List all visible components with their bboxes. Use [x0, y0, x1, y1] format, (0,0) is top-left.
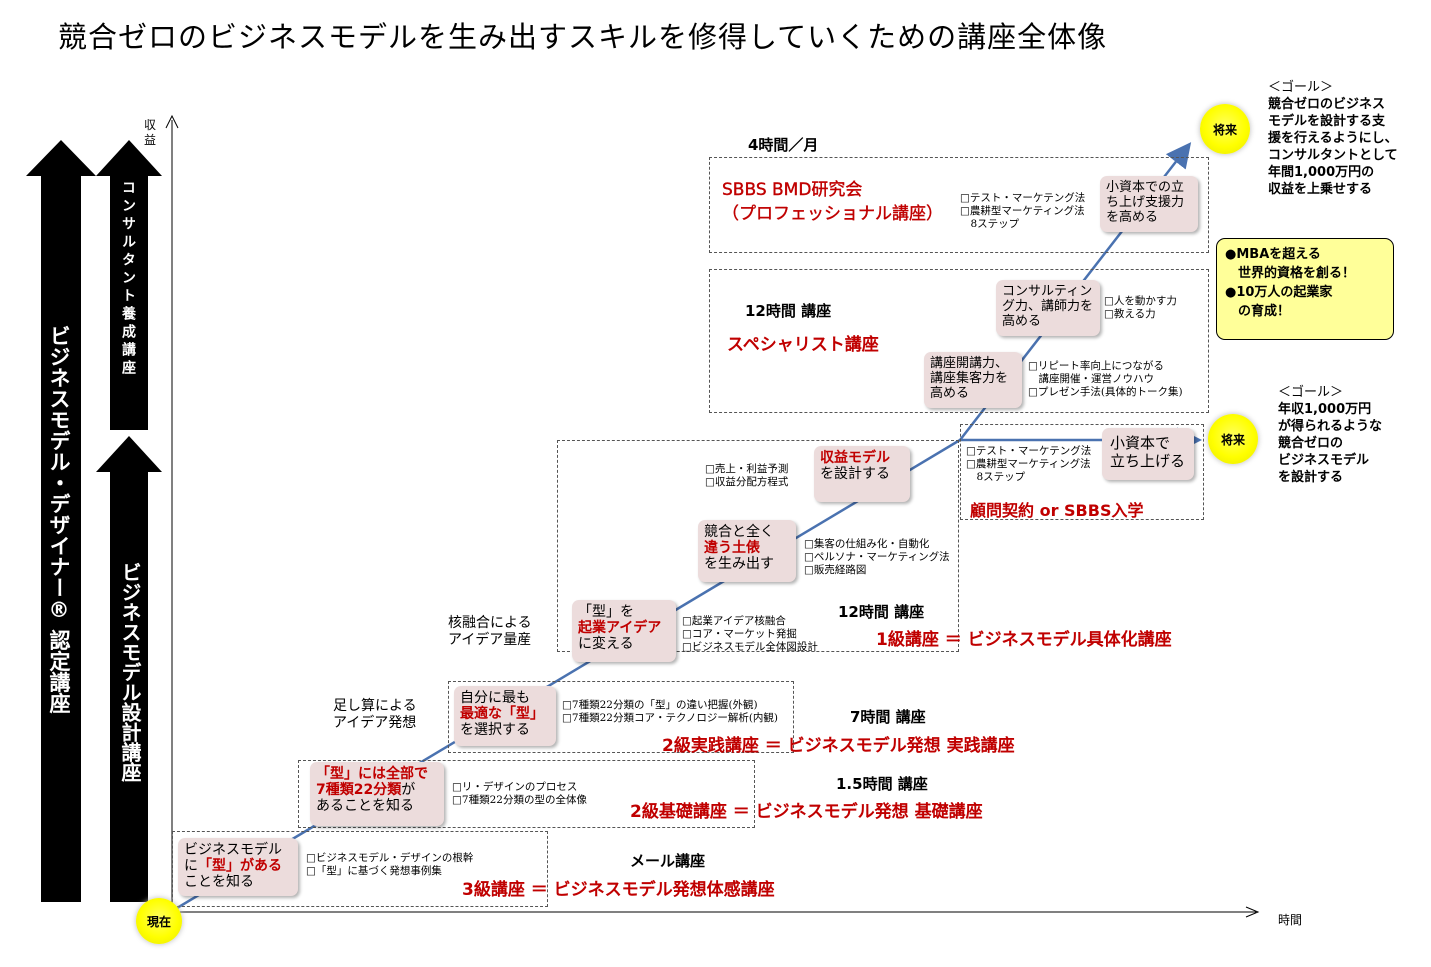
specialist-box: [709, 269, 1209, 413]
y-axis-label: 収益: [144, 118, 157, 147]
step-different-ground: 競合と全く 違う土俵 を生み出す: [698, 520, 796, 582]
label-fusion-ideas: 核融合による アイデア量産: [448, 615, 532, 648]
level1-checklist-c: □売上・利益予測 □収益分配方程式: [705, 463, 788, 489]
level2-practice-duration: 7時間 講座: [850, 708, 926, 726]
research-name: SBBS BMD研究会 （プロフェッショナル講座）: [722, 180, 943, 224]
lower-arrow-text: ビジネスモデル設計講座: [118, 562, 142, 782]
check-item: □「型」に基づく発想事例集: [306, 865, 442, 877]
outer-arrow-text: ビジネスモデル・デザイナー® 認定講座: [47, 325, 71, 714]
research-duration: 4時間／月: [748, 136, 819, 154]
check-item: □ペルソナ・マーケティング法: [804, 551, 950, 563]
check-item: □テスト・マーケテング法: [960, 192, 1086, 204]
level2-basic-name: 2級基礎講座 ＝ ビジネスモデル発想 基礎講座: [630, 802, 983, 822]
step-business-idea: 「型」を 起業アイデア に変える: [572, 600, 676, 662]
step-revenue-model: 収益モデル を設計する: [814, 446, 910, 502]
level1-box: [557, 440, 959, 652]
check-item: □販売経路図: [804, 564, 867, 576]
check-item: □人を動かす力: [1104, 295, 1177, 307]
specialist-checklist-a: □リピート率向上につながる 講座開催・運営ノウハウ □プレゼン手法(具体的トーク…: [1028, 360, 1183, 399]
advisory-box: [960, 424, 1204, 520]
vision-line: ●10万人の起業家: [1225, 285, 1333, 300]
level2-basic-duration: 1.5時間 講座: [836, 775, 928, 793]
vision-line: の育成！: [1225, 304, 1291, 319]
level3-box: [172, 831, 548, 907]
outer-arrow-shape: [26, 140, 96, 902]
level3-duration: メール講座: [630, 852, 706, 870]
check-item: □7種類22分類コア・テクノロジー解析(内観): [562, 712, 779, 724]
level1-checklist-b: □集客の仕組み化・自動化 □ペルソナ・マーケティング法 □販売経路図: [804, 538, 950, 577]
check-item: □教える力: [1104, 308, 1156, 320]
label-addition-ideas: 足し算による アイデア発想: [333, 698, 417, 731]
advisory-checklist: □テスト・マーケテング法 □農耕型マーケティング法 8ステップ: [966, 445, 1091, 484]
goal-top: ＜ゴール＞ 競合ゼロのビジネス モデルを設計する支 援を行えるようにし、 コンサ…: [1268, 79, 1398, 198]
x-axis-arrowhead: [1245, 906, 1260, 918]
goal-middle: ＜ゴール＞ 年収1,000万円 が得られるような 競合ゼロの ビジネスモデル を…: [1278, 384, 1382, 486]
check-item: 8ステップ: [966, 471, 1026, 483]
level1-checklist-a: □起業アイデア核融合 □コア・マーケット発掘 □ビジネスモデル全体図設計: [682, 615, 818, 654]
check-item: □リ・デザインのプロセス: [452, 781, 578, 793]
check-item: □テスト・マーケテング法: [966, 445, 1092, 457]
vision-box: ●MBAを超える 世界的資格を創る！ ●10万人の起業家 の育成！: [1216, 238, 1394, 340]
check-item: □ビジネスモデル全体図設計: [682, 641, 818, 653]
check-item: □7種類22分類の型の全体像: [452, 794, 587, 806]
future-marker-middle: 将来: [1208, 414, 1258, 464]
level3-checklist: □ビジネスモデル・デザインの根幹 □「型」に基づく発想事例集: [306, 852, 473, 878]
research-checklist: □テスト・マーケテング法 □農耕型マーケティング法 8ステップ: [960, 192, 1085, 231]
level2-basic-box: [298, 760, 755, 828]
goal-middle-head: ＜ゴール＞: [1278, 385, 1344, 400]
level2-practice-checklist: □7種類22分類の「型」の違い把握(外観) □7種類22分類コア・テクノロジー解…: [562, 699, 778, 725]
vision-line: 世界的資格を創る！: [1225, 266, 1356, 281]
check-item: □7種類22分類の「型」の違い把握(外観): [562, 699, 758, 711]
x-axis-label: 時間: [1278, 913, 1303, 927]
step-seminar-ability: 講座開講力、 講座集客力を 高める: [924, 352, 1022, 408]
check-item: □プレゼン手法(具体的トーク集): [1028, 386, 1183, 398]
check-item: □ビジネスモデル・デザインの根幹: [306, 852, 474, 864]
research-box: [709, 157, 1209, 253]
specialist-checklist-b: □人を動かす力 □教える力: [1104, 295, 1177, 321]
start-marker: 現在: [136, 898, 182, 944]
upper-arrow-shape: [96, 140, 162, 430]
check-item: □収益分配方程式: [705, 476, 789, 488]
check-item: □売上・利益予測: [705, 463, 789, 475]
lower-arrow-shape: [96, 436, 162, 902]
check-item: 講座開催・運営ノウハウ: [1028, 373, 1154, 385]
step-seven-types: 「型」には全部で 7種類22分類が あることを知る: [310, 762, 444, 826]
step-consulting-ability: コンサルティン グ力、講師力を 高める: [996, 280, 1100, 336]
check-item: 8ステップ: [960, 218, 1020, 230]
check-item: □集客の仕組み化・自動化: [804, 538, 930, 550]
step-know-types: ビジネスモデル に「型」がある ことを知る: [178, 838, 298, 896]
step-launch-small: 小資本で 立ち上げる: [1102, 428, 1194, 480]
check-item: □農耕型マーケティング法: [960, 205, 1085, 217]
step-launch-support: 小資本での立 ち上げ支援力 を高める: [1100, 176, 1198, 232]
advisory-name: 顧問契約 or SBBS入学: [970, 501, 1144, 520]
level3-name: 3級講座 ＝ ビジネスモデル発想体感講座: [462, 880, 775, 900]
level2-basic-checklist: □リ・デザインのプロセス □7種類22分類の型の全体像: [452, 781, 587, 807]
level2-practice-box: [448, 681, 794, 753]
page-title: 競合ゼロのビジネスモデルを生み出すスキルを修得していくための講座全体像: [58, 20, 1108, 54]
y-axis-arrowhead: [165, 114, 179, 129]
check-item: □農耕型マーケティング法: [966, 458, 1091, 470]
step-best-type: 自分に最も 最適な「型」 を選択する: [454, 686, 556, 746]
specialist-name: スペシャリスト講座: [727, 335, 879, 355]
upper-arrow-text: コンサルタント養成講座: [120, 180, 136, 378]
vision-line: ●MBAを超える: [1225, 247, 1321, 262]
future-marker-top: 将来: [1200, 104, 1250, 154]
level1-duration: 12時間 講座: [838, 603, 925, 621]
level1-name: 1級講座 ＝ ビジネスモデル具体化講座: [876, 630, 1172, 650]
check-item: □コア・マーケット発掘: [682, 628, 797, 640]
check-item: □リピート率向上につながる: [1028, 360, 1164, 372]
specialist-duration: 12時間 講座: [745, 302, 832, 320]
level2-practice-name: 2級実践講座 ＝ ビジネスモデル発想 実践講座: [662, 736, 1015, 756]
goal-middle-body: 年収1,000万円 が得られるような 競合ゼロの ビジネスモデル を設計する: [1278, 402, 1383, 485]
goal-top-body: 競合ゼロのビジネス モデルを設計する支 援を行えるようにし、 コンサルタントとし…: [1268, 97, 1398, 197]
check-item: □起業アイデア核融合: [682, 615, 786, 627]
goal-top-head: ＜ゴール＞: [1268, 80, 1334, 95]
